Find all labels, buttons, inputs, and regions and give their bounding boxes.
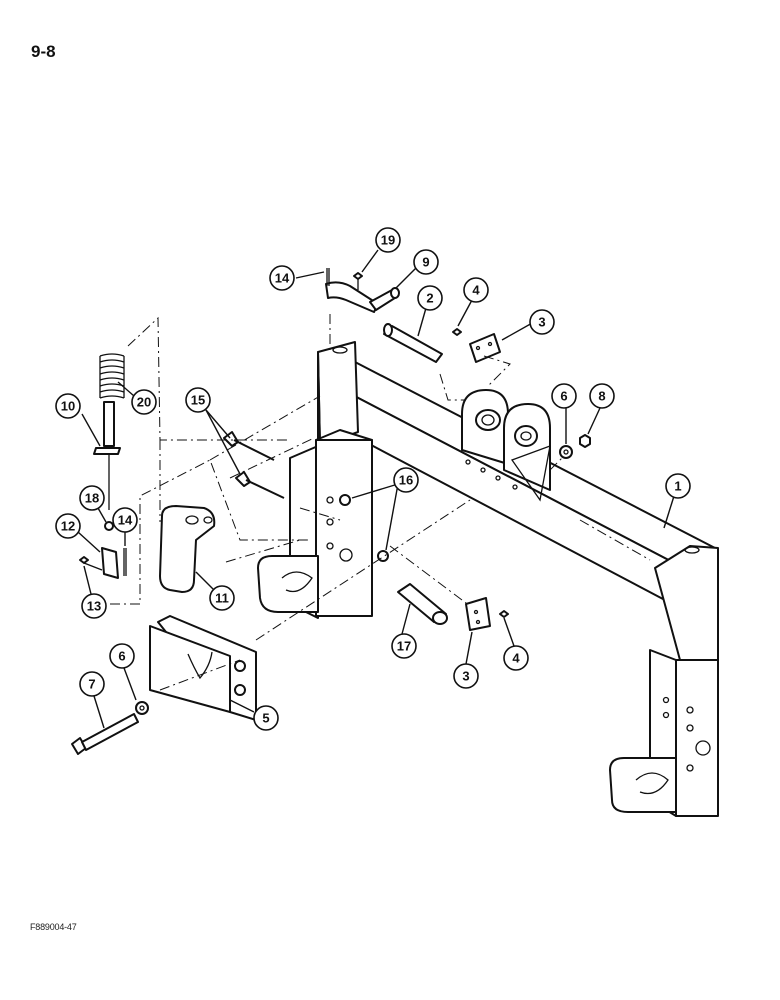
latch-part-11 xyxy=(159,505,216,593)
pin-part-2 xyxy=(383,323,443,363)
screw-part-19 xyxy=(353,272,363,290)
link-part-12 xyxy=(101,547,119,579)
callout-18: 18 xyxy=(79,485,105,511)
bolt-part-4-top xyxy=(452,328,462,336)
callout-17: 17 xyxy=(391,633,417,659)
leader-lines xyxy=(77,249,675,729)
washer-part-6-upper xyxy=(559,445,573,459)
assembly-lines xyxy=(110,314,651,691)
svg-text:4: 4 xyxy=(472,283,480,298)
bolt-part-7 xyxy=(71,713,139,755)
callout-8: 8 xyxy=(589,383,615,409)
callout-4-top: 4 xyxy=(463,277,489,303)
svg-text:19: 19 xyxy=(381,233,395,248)
bolt-part-4-lower xyxy=(499,610,509,618)
callout-12: 12 xyxy=(55,513,81,539)
svg-text:3: 3 xyxy=(538,315,545,330)
callout-4-lower: 4 xyxy=(503,645,529,671)
svg-text:12: 12 xyxy=(61,519,75,534)
svg-text:14: 14 xyxy=(118,513,133,528)
callout-16: 16 xyxy=(393,467,419,493)
cotter-part-14-top xyxy=(326,268,330,286)
svg-text:16: 16 xyxy=(399,473,413,488)
pin-part-17 xyxy=(397,583,448,625)
callout-1: 1 xyxy=(665,473,691,499)
plunger-part-10 xyxy=(93,401,121,510)
handle-part-9 xyxy=(325,281,400,313)
bolt-part-13 xyxy=(79,556,103,571)
callout-3-top: 3 xyxy=(529,309,555,335)
svg-text:8: 8 xyxy=(598,389,605,404)
callout-13: 13 xyxy=(81,593,107,619)
svg-text:11: 11 xyxy=(215,591,229,606)
cotter-part-14-lower xyxy=(123,548,127,576)
callout-19: 19 xyxy=(375,227,401,253)
pivot-bracket-right xyxy=(503,403,551,502)
nut-part-18 xyxy=(104,521,114,531)
svg-text:17: 17 xyxy=(397,639,411,654)
svg-text:10: 10 xyxy=(61,399,75,414)
callout-3-lower: 3 xyxy=(453,663,479,689)
callout-15: 15 xyxy=(185,387,211,413)
svg-text:6: 6 xyxy=(560,389,567,404)
callout-11: 11 xyxy=(209,585,235,611)
spring-part-20 xyxy=(99,353,125,399)
callout-9: 9 xyxy=(413,249,439,275)
callout-14-top: 14 xyxy=(269,265,295,291)
pivot-bracket-left xyxy=(461,389,509,465)
figure-code: F889004-47 xyxy=(30,922,77,932)
svg-text:9: 9 xyxy=(422,255,429,270)
callout-5: 5 xyxy=(253,705,279,731)
callout-6-lower: 6 xyxy=(109,643,135,669)
svg-text:6: 6 xyxy=(118,649,125,664)
washer-part-6-lower xyxy=(135,701,149,715)
hook-plate-part-5 xyxy=(149,615,257,721)
svg-text:2: 2 xyxy=(426,291,433,306)
svg-text:3: 3 xyxy=(462,669,469,684)
callout-6-upper: 6 xyxy=(551,383,577,409)
svg-text:14: 14 xyxy=(275,271,290,286)
callout-10: 10 xyxy=(55,393,81,419)
svg-text:13: 13 xyxy=(87,599,101,614)
left-upright xyxy=(257,341,373,619)
plate-part-3-top xyxy=(469,333,501,363)
callout-14-lower: 14 xyxy=(112,507,138,533)
svg-text:18: 18 xyxy=(85,491,99,506)
svg-text:7: 7 xyxy=(88,677,95,692)
svg-text:20: 20 xyxy=(137,395,151,410)
callout-2: 2 xyxy=(417,285,443,311)
svg-text:1: 1 xyxy=(674,479,681,494)
svg-text:5: 5 xyxy=(262,711,269,726)
svg-text:15: 15 xyxy=(191,393,205,408)
svg-text:4: 4 xyxy=(512,651,520,666)
plate-part-3-lower xyxy=(465,597,491,631)
bolts-part-15 xyxy=(223,431,285,499)
right-upright xyxy=(609,545,719,817)
callout-20: 20 xyxy=(131,389,157,415)
callout-7: 7 xyxy=(79,671,105,697)
nut-part-8 xyxy=(579,434,591,448)
page-number: 9-8 xyxy=(31,42,56,61)
